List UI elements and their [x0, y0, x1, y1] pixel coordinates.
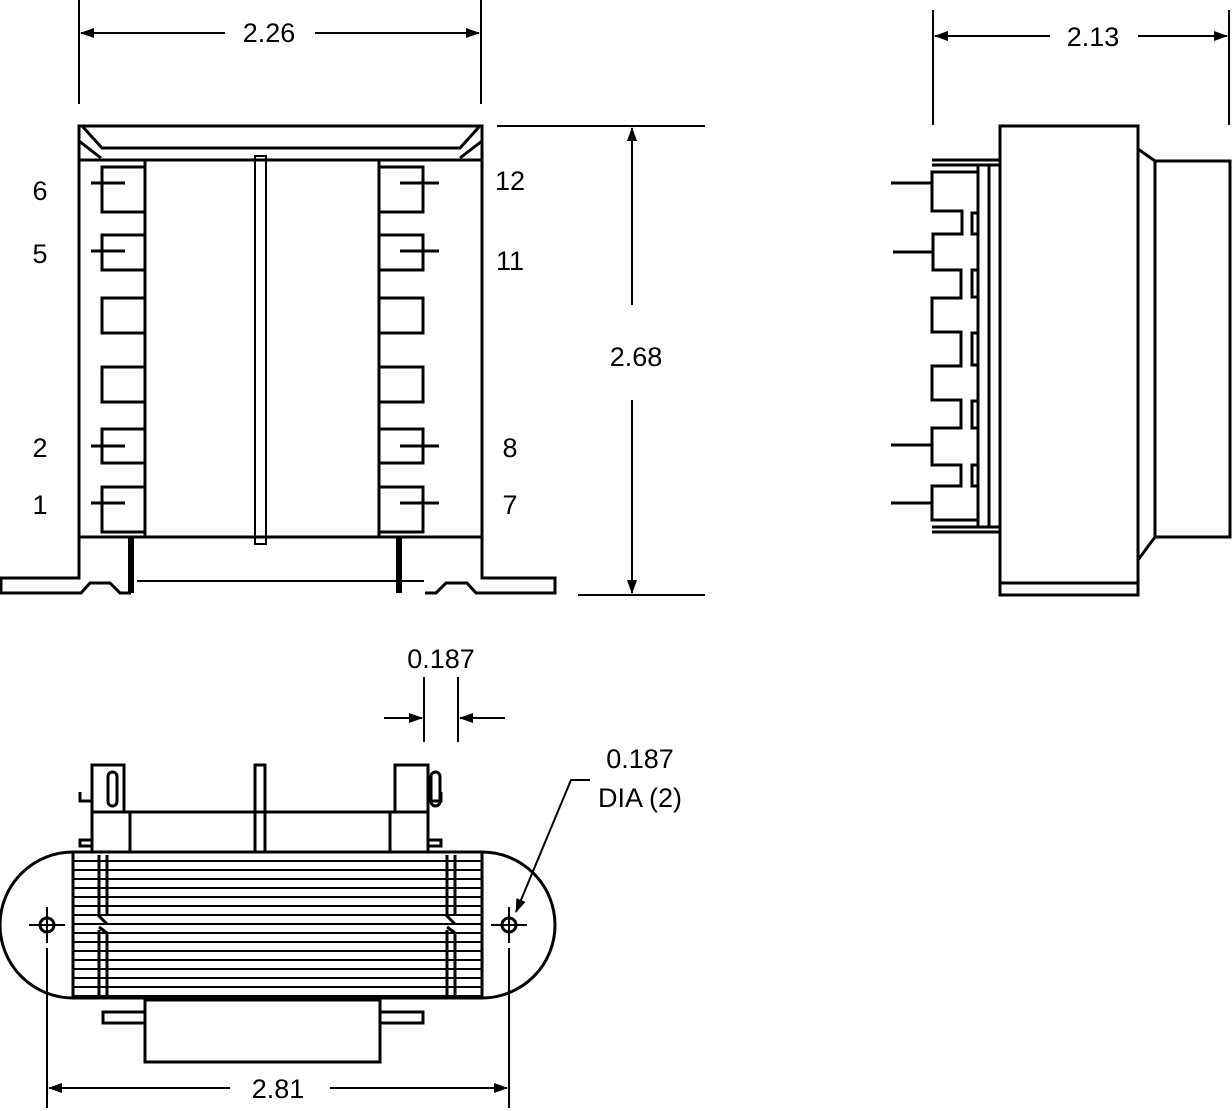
depth-dim-label: 2.13: [1067, 22, 1120, 52]
dimension-width: 2.26: [78, 0, 482, 104]
pin-label-7: 7: [502, 490, 517, 520]
pin-label-1: 1: [32, 490, 47, 520]
dimension-height: 2.68: [497, 125, 705, 596]
pin-label-6: 6: [32, 176, 47, 206]
dimension-slot: 0.187: [384, 644, 505, 742]
pin-label-2: 2: [32, 433, 47, 463]
height-dim-label: 2.68: [610, 342, 663, 372]
mounting-span-label: 2.81: [252, 1074, 305, 1104]
pin-label-8: 8: [502, 433, 517, 463]
right-bobbin-slots: [377, 165, 439, 534]
width-dim-label: 2.26: [243, 18, 296, 48]
hole-note-label: DIA (2): [598, 783, 682, 813]
mounting-base: [0, 537, 557, 595]
pin-label-11: 11: [496, 246, 524, 276]
mounting-hole-left: [29, 907, 65, 943]
side-view: 2.13: [891, 10, 1232, 597]
dimension-hole: 0.187 DIA (2): [515, 744, 682, 913]
pin-label-12: 12: [495, 166, 525, 196]
mounting-hole-right: [491, 907, 527, 943]
slot-dim-label: 0.187: [407, 644, 475, 674]
dimension-mounting-span: 2.81: [46, 948, 510, 1108]
laminations: [73, 860, 482, 997]
pin-label-5: 5: [32, 239, 47, 269]
hole-dim-label: 0.187: [606, 744, 674, 774]
bottom-view: 0.187 0.187 DIA (2) 2.81: [0, 644, 682, 1108]
left-bobbin-slots: [91, 165, 147, 534]
dimension-depth: 2.13: [932, 10, 1230, 125]
front-view: 6 5 2 1 12 11 8 7 2.26 2.68: [0, 0, 705, 596]
